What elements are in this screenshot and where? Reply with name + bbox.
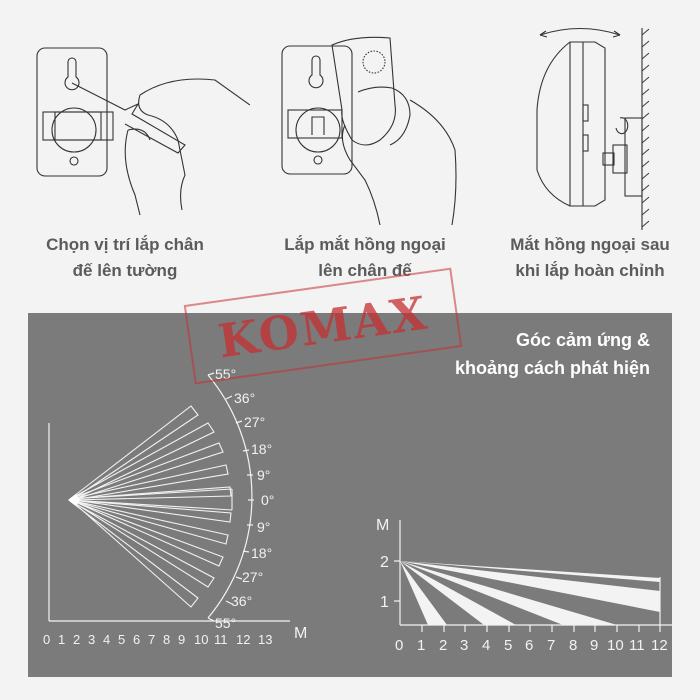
x-tick: 5 (504, 637, 512, 654)
install-step-1: Chọn vị trí lắp chân đế lên tường (0, 0, 250, 290)
angle-label: 9° (257, 519, 270, 535)
x-tick: 11 (629, 637, 645, 654)
angle-label: 9° (257, 467, 270, 483)
mounted-sensor-side-view-illustration (536, 27, 650, 230)
x-tick: 12 (651, 637, 668, 654)
y-tick: 1 (380, 594, 389, 611)
x-tick: 12 (236, 632, 250, 647)
swivel-arrow-icon (615, 117, 629, 135)
angle-label: 55° (215, 615, 236, 631)
x-tick: 9 (178, 632, 185, 647)
y-axis-unit: M (376, 517, 389, 534)
x-tick: 0 (395, 637, 403, 654)
x-tick: 1 (58, 632, 65, 647)
angle-label: 18° (251, 441, 272, 457)
detection-info-panel: Góc cảm ứng & khoảng cách phát hiện (28, 313, 672, 677)
x-tick: 4 (482, 637, 490, 654)
x-tick: 1 (417, 637, 425, 654)
panel-title-line-2: khoảng cách phát hiện (454, 358, 650, 378)
x-tick: 0 (43, 632, 50, 647)
angle-label: 55° (215, 366, 236, 382)
x-tick: 11 (214, 632, 228, 647)
x-tick: 7 (148, 632, 155, 647)
step-3-caption-line-2: khi lắp hoàn chỉnh (515, 261, 665, 280)
step-2-caption-line-2: lên chân đế (318, 261, 412, 280)
x-tick: 3 (88, 632, 95, 647)
x-tick: 8 (569, 637, 577, 654)
detection-angle-diagram: 55° 36° 27° 18° 9° 0° 9° 18° 27° 36° 55°… (43, 366, 307, 647)
detection-distance-diagram: M 2 1 M 0 1 2 3 4 5 6 7 8 9 10 11 12 (376, 517, 672, 654)
x-tick: 5 (118, 632, 125, 647)
angle-label: 0° (261, 492, 274, 508)
angle-label: 27° (242, 569, 263, 585)
x-tick: 2 (439, 637, 447, 654)
x-tick: 4 (103, 632, 110, 647)
panel-title-line-1: Góc cảm ứng & (515, 330, 650, 350)
y-tick: 2 (380, 554, 389, 571)
x-axis-unit: M (294, 625, 307, 642)
x-tick: 9 (590, 637, 598, 654)
angle-label: 36° (234, 390, 255, 406)
panel-title: Góc cảm ứng & khoảng cách phát hiện (455, 326, 650, 382)
angle-label: 27° (244, 414, 265, 430)
wall-bracket-screw-illustration (36, 47, 250, 216)
x-tick: 7 (547, 637, 555, 654)
angle-label: 18° (251, 545, 272, 561)
install-step-2: Lắp mắt hồng ngoại lên chân đế (250, 0, 480, 290)
x-tick: 6 (133, 632, 140, 647)
step-3-caption-line-1: Mắt hồng ngoại sau (510, 235, 670, 254)
step-1-caption-line-2: đế lên tường (72, 261, 178, 280)
x-tick: 13 (258, 632, 272, 647)
step-1-caption-line-1: Chọn vị trí lắp chân (46, 235, 204, 254)
install-step-3: Mắt hồng ngoại sau khi lắp hoàn chỉnh (480, 0, 700, 290)
x-tick: 3 (460, 637, 468, 654)
step-2-caption-line-1: Lắp mắt hồng ngoại (284, 235, 446, 254)
x-tick: 6 (525, 637, 533, 654)
x-tick: 8 (163, 632, 170, 647)
x-tick: 10 (194, 632, 208, 647)
x-tick: 2 (73, 632, 80, 647)
angle-label: 36° (231, 593, 252, 609)
attach-sensor-illustration (281, 36, 457, 226)
rotation-arrow-icon (539, 27, 621, 36)
x-tick: 10 (607, 637, 624, 654)
